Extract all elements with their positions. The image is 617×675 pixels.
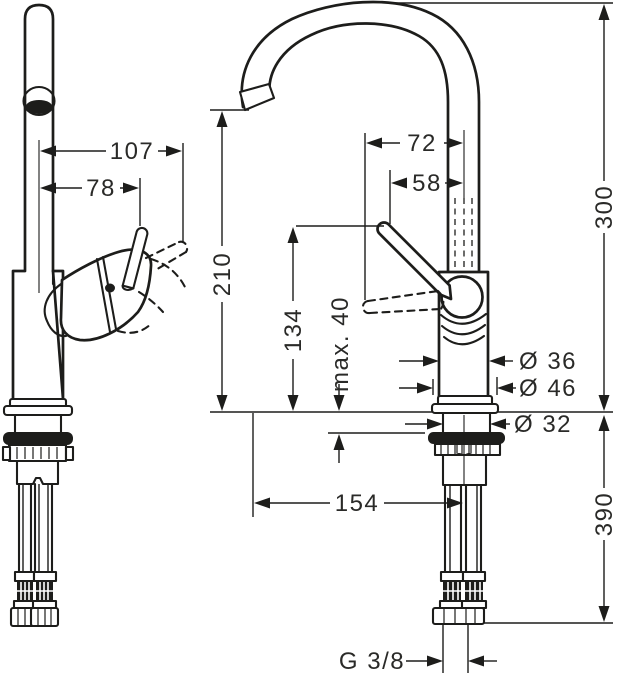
side-connection-block (15, 459, 60, 486)
dimension-thread-g38: G 3/8 (339, 624, 497, 675)
dim-dia-36-label: Ø 36 (519, 348, 577, 375)
dim-dia-46-label: Ø 46 (519, 375, 577, 402)
dimension-dia-36: Ø 36 (399, 348, 577, 375)
side-housing-joint (95, 255, 118, 334)
side-hose-fittings (9, 570, 60, 628)
dim-390-label: 390 (591, 492, 617, 537)
front-lever-dashed-position (361, 289, 445, 315)
side-outlet-ring (22, 85, 56, 117)
dim-78-label: 78 (86, 175, 116, 202)
dim-max-40-label: max. 40 (327, 296, 354, 392)
front-shank (441, 411, 492, 434)
dimension-dia-46: Ø 46 (399, 375, 577, 402)
dim-107-label: 107 (110, 138, 155, 165)
dimension-max-40: max. 40 (327, 296, 354, 463)
front-seal-washer (428, 432, 505, 444)
front-supply-hoses (443, 483, 483, 574)
front-spout-aerator (238, 82, 276, 112)
side-nut-knurl (16, 447, 58, 459)
side-seal-washer (3, 432, 73, 445)
reference-lines (210, 2, 613, 624)
dim-thread-label: G 3/8 (339, 648, 405, 675)
dimension-58: 58 (389, 170, 463, 224)
side-housing-curve (43, 282, 68, 338)
front-lever (376, 221, 453, 301)
dimension-dia-32: Ø 32 (405, 411, 572, 438)
dimension-78: 78 (40, 175, 141, 226)
side-nut-ear-left (1, 445, 12, 462)
side-lever-dashed-position (116, 240, 189, 334)
dimension-210: 210 (209, 111, 236, 411)
dimension-72: 72 (364, 130, 463, 300)
side-body (11, 269, 65, 401)
dim-72-label: 72 (407, 130, 437, 157)
dim-134-label: 134 (280, 308, 307, 353)
front-nut-knurl (440, 445, 491, 454)
side-flange-base (2, 404, 74, 417)
side-shank (13, 413, 63, 434)
front-cartridge-hidden-lines (454, 130, 473, 271)
front-spout-inner (268, 22, 450, 275)
front-spout-outer (240, 0, 481, 275)
dim-300-label: 300 (591, 185, 617, 230)
front-hose-fittings (431, 570, 488, 626)
dim-58-label: 58 (412, 170, 442, 197)
dim-210-label: 210 (209, 252, 236, 297)
dim-154-label: 154 (335, 490, 380, 517)
side-supply-hoses (17, 482, 54, 574)
side-spout-column (23, 3, 55, 273)
front-flange-base (430, 402, 500, 415)
side-view (1, 3, 189, 628)
dimension-134: 134 (280, 227, 307, 411)
dim-dia-32-label: Ø 32 (514, 411, 572, 438)
side-nut-ear-right (64, 445, 75, 462)
front-view (238, 0, 505, 626)
side-lever-pin (121, 226, 149, 290)
dimension-390: 390 (591, 415, 617, 622)
side-lever-pin-base (121, 284, 135, 291)
front-body-rings (439, 312, 488, 346)
dimension-107: 107 (40, 138, 184, 243)
side-outlet-opening (25, 100, 53, 114)
side-housing-screw-dot (105, 283, 115, 293)
dimension-300: 300 (591, 4, 617, 411)
dimension-154: 154 (252, 413, 463, 517)
